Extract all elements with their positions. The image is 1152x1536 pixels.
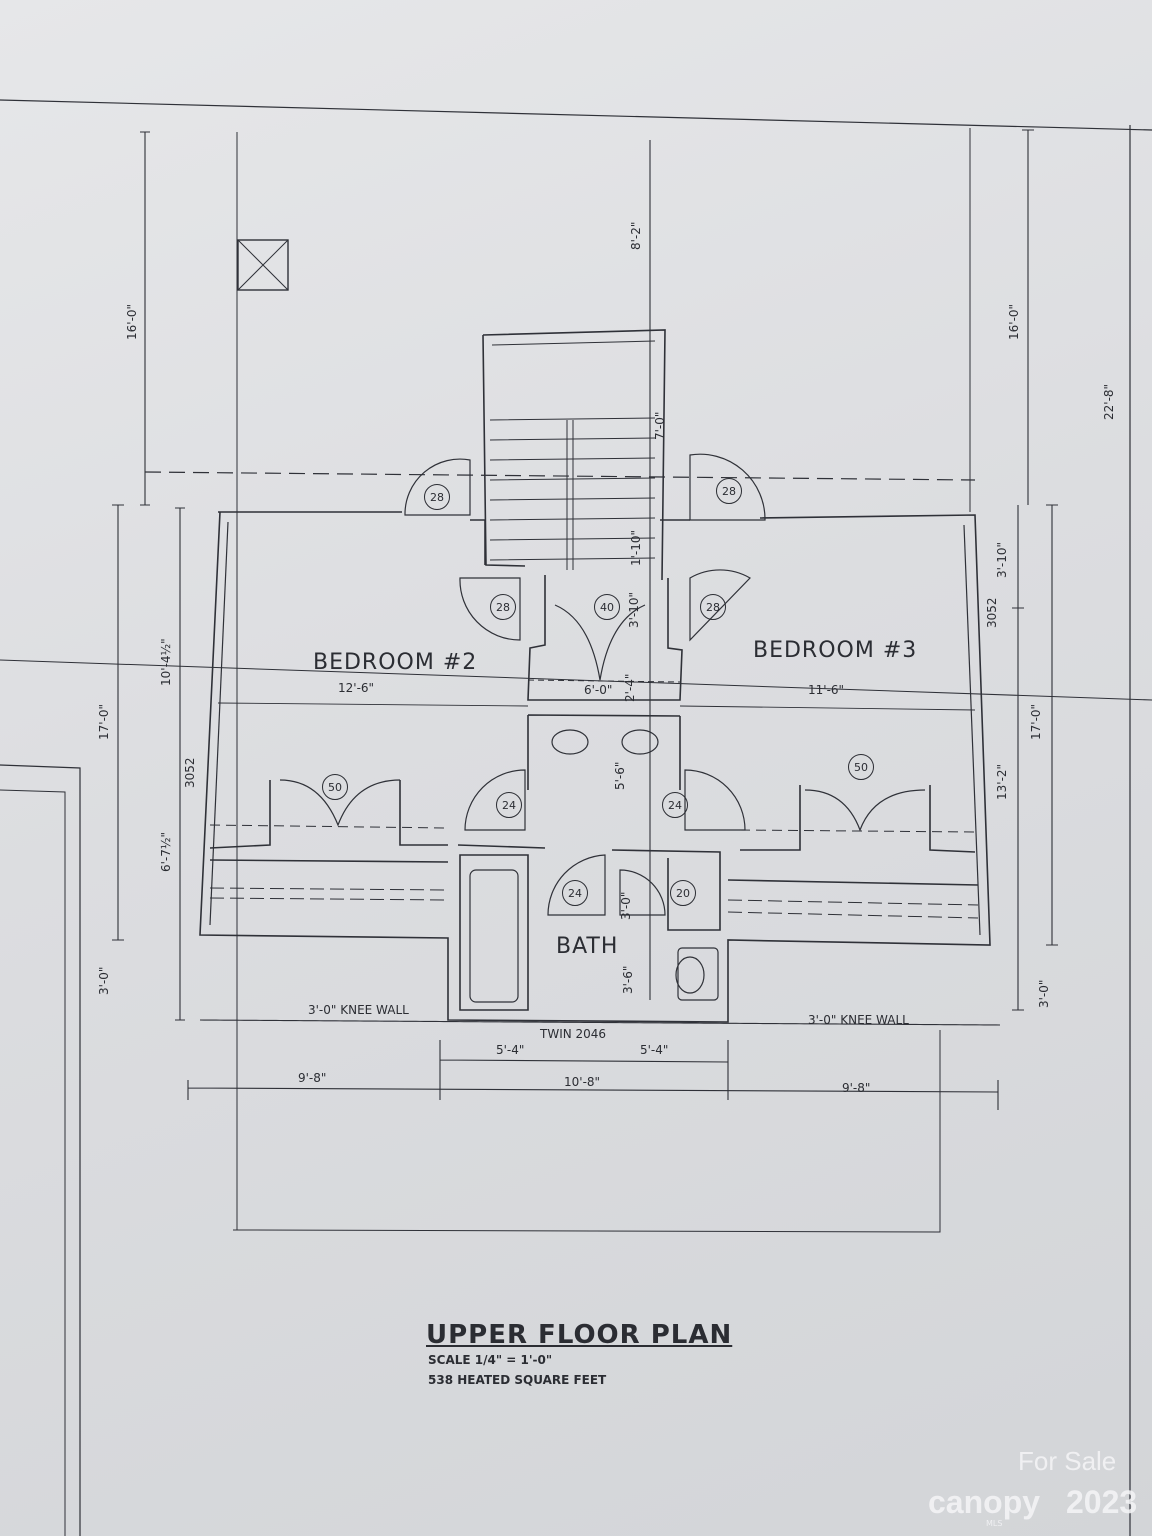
watermark-for-sale: For Sale xyxy=(1018,1446,1117,1476)
dim-hall-width: 6'-0" xyxy=(584,683,613,697)
dim-left-bottom: 3'-0" xyxy=(97,966,111,995)
door-tag: 24 xyxy=(496,792,522,818)
door-tag: 20 xyxy=(670,880,696,906)
dim-bath-door-vertical: 3'-0" xyxy=(619,891,633,920)
dim-hall-small: 2'-4" xyxy=(623,673,637,702)
watermark-brand: canopy xyxy=(928,1484,1041,1520)
door-tag: 28 xyxy=(700,594,726,620)
dim-twin-window: TWIN 2046 xyxy=(540,1027,607,1041)
dim-right-upper: 16'-0" xyxy=(1007,303,1021,340)
dim-hall-vertical: 3'-10" xyxy=(627,591,641,628)
room-label-bath: BATH xyxy=(556,934,619,959)
dim-right-top: 3'-10" xyxy=(995,541,1009,578)
dim-bath-vertical: 5'-6" xyxy=(613,761,627,790)
dim-top-vertical: 8'-2" xyxy=(629,221,643,250)
plan-scale: SCALE 1/4" = 1'-0" xyxy=(428,1353,553,1367)
door-tag: 50 xyxy=(848,754,874,780)
dim-right-lower: 13'-2" xyxy=(995,763,1009,800)
dim-stair-upper: 7'-0" xyxy=(653,411,667,440)
dim-bedroom-2-width: 12'-6" xyxy=(338,681,375,695)
watermark-year: 2023 xyxy=(1066,1484,1138,1520)
dim-far-right: 22'-8" xyxy=(1102,383,1116,420)
dim-left-mid: 10'-4½" xyxy=(159,638,173,686)
dim-bath-right: 5'-4" xyxy=(640,1043,669,1057)
door-tag: 24 xyxy=(562,880,588,906)
room-label-bedroom-2: BEDROOM #2 xyxy=(313,650,478,675)
dim-knee-wall-left: 3'-0" KNEE WALL xyxy=(308,1003,409,1017)
dim-left-overall: 17'-0" xyxy=(97,703,111,740)
dim-overall-left: 9'-8" xyxy=(298,1071,327,1085)
dim-bath-lower-vertical: 3'-6" xyxy=(621,965,635,994)
dim-right-bottom: 3'-0" xyxy=(1037,979,1051,1008)
door-tag: 28 xyxy=(424,484,450,510)
dim-bath-left: 5'-4" xyxy=(496,1043,525,1057)
plan-title: UPPER FLOOR PLAN xyxy=(426,1320,733,1350)
door-tag: 28 xyxy=(716,478,742,504)
dim-left-lower: 6'-7½" xyxy=(159,831,173,872)
door-tag: 50 xyxy=(322,774,348,800)
dim-overall-right: 9'-8" xyxy=(842,1081,871,1095)
watermark-mls: MLS xyxy=(986,1519,1003,1528)
dim-overall-center: 10'-8" xyxy=(564,1075,601,1089)
dim-left-upper: 16'-0" xyxy=(125,303,139,340)
dim-stair-lower: 1'-10" xyxy=(629,529,643,566)
dim-bedroom-3-width: 11'-6" xyxy=(808,683,845,697)
plan-area: 538 HEATED SQUARE FEET xyxy=(428,1373,607,1387)
room-label-bedroom-3: BEDROOM #3 xyxy=(753,638,918,663)
dim-window-right: 3052 xyxy=(985,597,999,628)
door-tag: 24 xyxy=(662,792,688,818)
door-tag: 28 xyxy=(490,594,516,620)
dim-knee-wall-right: 3'-0" KNEE WALL xyxy=(808,1013,909,1027)
door-tag: 40 xyxy=(594,594,620,620)
dim-right-overall: 17'-0" xyxy=(1029,703,1043,740)
dim-window-left: 3052 xyxy=(183,757,197,788)
